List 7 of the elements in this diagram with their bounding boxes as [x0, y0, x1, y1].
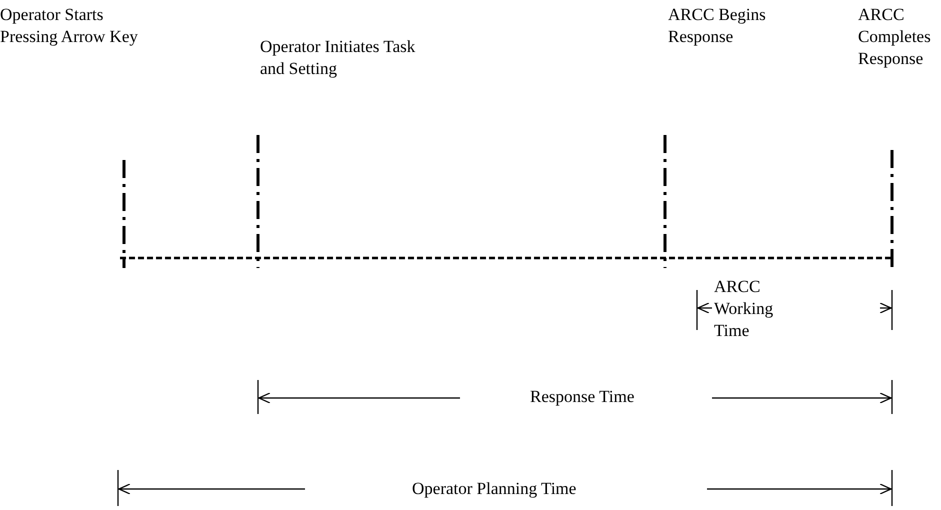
interval-label: Operator Planning Time — [412, 478, 576, 500]
interval-label: Response Time — [530, 386, 634, 408]
event-label: ARCC Begins Response — [668, 4, 767, 48]
interval-label: ARCC Working Time — [714, 276, 774, 342]
event-label: Operator Initiates Task and Setting — [260, 36, 416, 80]
event-label: Operator Starts Pressing Arrow Key — [0, 4, 139, 48]
event-label: ARCC Completes Response — [858, 4, 932, 70]
